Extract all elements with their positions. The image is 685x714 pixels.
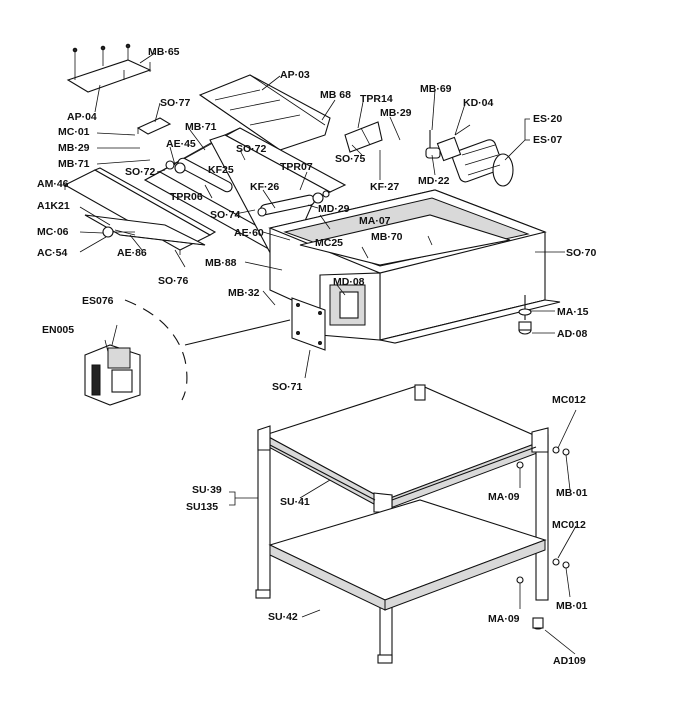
label-mc01: MC·01 (58, 126, 90, 138)
label-mb70: MB·70 (371, 231, 403, 243)
label-so75: SO·75 (335, 153, 366, 165)
label-mb29-a: MB·29 (380, 107, 412, 119)
foot-ad08 (518, 295, 532, 335)
leader-lines (79, 52, 577, 655)
label-a1k21: A1K21 (37, 200, 70, 212)
label-es20: ES·20 (533, 113, 562, 125)
label-so77: SO·77 (160, 97, 191, 109)
label-ma09-b: MA·09 (488, 613, 520, 625)
label-am46: AM·46 (37, 178, 69, 190)
label-mc012-b: MC012 (552, 519, 586, 531)
switch-es076 (84, 299, 188, 406)
label-mc25: MC25 (315, 237, 343, 249)
label-mb71-b: MB·71 (58, 158, 90, 170)
label-ae45: AE·45 (166, 138, 196, 150)
label-mb01-b: MB·01 (556, 600, 588, 612)
label-mb88: MB·88 (205, 257, 237, 269)
label-mb01-a: MB·01 (556, 487, 588, 499)
label-su39: SU·39 (192, 484, 222, 496)
body-so70 (268, 189, 561, 344)
label-es07: ES·07 (533, 134, 562, 146)
label-tpr06: TPR06 (170, 191, 203, 203)
bolt-mc06-ac54 (102, 226, 136, 238)
label-ad109: AD109 (553, 655, 586, 667)
label-tpr07: TPR07 (280, 161, 313, 173)
label-kd04: KD·04 (463, 97, 494, 109)
label-mc06: MC·06 (37, 226, 69, 238)
label-en005: EN005 (42, 324, 74, 336)
rollers-kf25-kf26 (165, 157, 330, 217)
label-es076: ES076 (82, 295, 114, 307)
plate-tpr14 (344, 121, 383, 153)
label-su41: SU·41 (280, 496, 310, 508)
label-su42: SU·42 (268, 611, 298, 623)
label-mc012-a: MC012 (552, 394, 586, 406)
panel-so71 (291, 297, 326, 351)
part-labels: MB·65 AP·03 AP·04 SO·77 MB 68 TPR14 MB·6… (37, 46, 597, 667)
label-md08: MD·08 (333, 276, 365, 288)
bracket-so77 (136, 117, 172, 135)
label-so72-a: SO·72 (236, 143, 267, 155)
label-kf25: KF25 (208, 164, 234, 176)
label-mb65: MB·65 (148, 46, 180, 58)
label-so72-b: SO·72 (125, 166, 156, 178)
label-tpr14: TPR14 (360, 93, 393, 105)
label-ma07: MA·07 (359, 215, 391, 227)
label-ac54: AC·54 (37, 247, 68, 259)
label-kf26: KF·26 (250, 181, 279, 193)
label-mb71-a: MB·71 (185, 121, 217, 133)
label-ap03: AP·03 (280, 69, 310, 81)
label-so70: SO·70 (566, 247, 597, 259)
label-kf27: KF·27 (370, 181, 399, 193)
motor-kd04 (425, 124, 514, 187)
label-ae86: AE·86 (117, 247, 147, 259)
label-md22: MD·22 (418, 175, 450, 187)
label-mb69: MB·69 (420, 83, 452, 95)
label-so74: SO·74 (210, 209, 241, 221)
label-mb32: MB·32 (228, 287, 260, 299)
label-so76: SO·76 (158, 275, 189, 287)
label-md29: MD·29 (318, 203, 350, 215)
label-su135: SU135 (186, 501, 218, 513)
cover-ap03 (198, 74, 331, 151)
label-mb29-b: MB·29 (58, 142, 90, 154)
top-plate-ap04 (66, 43, 152, 93)
stand-su39 (255, 384, 570, 664)
label-ap04: AP·04 (67, 111, 97, 123)
label-ad08: AD·08 (557, 328, 588, 340)
switch-pointer-line (184, 319, 291, 346)
label-ma09-a: MA·09 (488, 491, 520, 503)
label-so71: SO·71 (272, 381, 303, 393)
label-ae60: AE·60 (234, 227, 264, 239)
label-ma15: MA·15 (557, 306, 589, 318)
label-mb68: MB 68 (320, 89, 351, 101)
